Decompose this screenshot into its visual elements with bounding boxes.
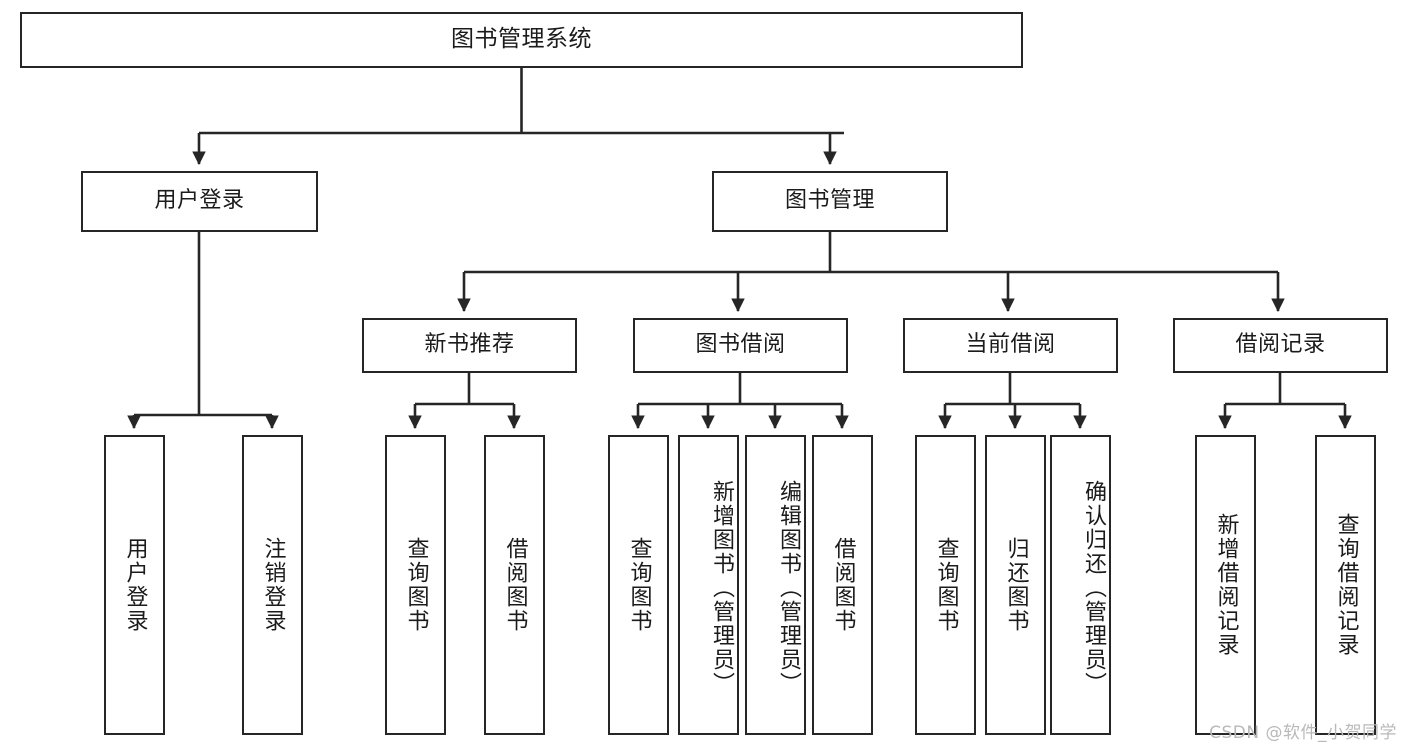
- node-leaf-return-book[interactable]: 归还图书: [985, 435, 1046, 735]
- node-label: 查询图书: [403, 537, 429, 633]
- node-label: 图书借阅: [695, 332, 786, 358]
- node-leaf-query-book-3[interactable]: 查询图书: [915, 435, 976, 735]
- node-leaf-query-book-1[interactable]: 查询图书: [385, 435, 446, 735]
- node-leaf-query-borrow-record[interactable]: 查询借阅记录: [1315, 435, 1376, 735]
- node-user-login[interactable]: 用户登录: [81, 171, 318, 232]
- csdn-watermark: CSDN @软件_小贺同学: [1209, 723, 1397, 743]
- node-label: 图书管理: [784, 188, 875, 214]
- node-label: 归还图书: [1003, 537, 1029, 633]
- node-leaf-add-borrow-record[interactable]: 新增借阅记录: [1195, 435, 1256, 735]
- node-label: 查询图书: [933, 537, 959, 633]
- node-book-borrow[interactable]: 图书借阅: [633, 318, 848, 373]
- node-label: 借阅记录: [1235, 332, 1326, 358]
- node-label: 新增图书（管理员）: [709, 480, 734, 696]
- node-label: 用户登录: [122, 537, 148, 633]
- node-current-borrow[interactable]: 当前借阅: [903, 318, 1118, 373]
- node-leaf-user-login[interactable]: 用户登录: [104, 435, 165, 735]
- node-label: 新书推荐: [424, 332, 515, 358]
- node-label: 新增借阅记录: [1213, 513, 1239, 657]
- node-leaf-query-book-2[interactable]: 查询图书: [608, 435, 669, 735]
- node-leaf-add-book-admin[interactable]: 新增图书（管理员）: [678, 435, 739, 735]
- node-label: 图书管理系统: [451, 26, 592, 53]
- node-label: 当前借阅: [965, 332, 1056, 358]
- node-label: 编辑图书（管理员）: [776, 480, 801, 696]
- node-label: 用户登录: [154, 188, 245, 214]
- node-label: 确认归还（管理员）: [1081, 480, 1106, 696]
- node-new-book-recommendation[interactable]: 新书推荐: [362, 318, 577, 373]
- node-leaf-borrow-book-2[interactable]: 借阅图书: [812, 435, 873, 735]
- node-leaf-logout[interactable]: 注销登录: [242, 435, 303, 735]
- node-root-book-management-system[interactable]: 图书管理系统: [20, 12, 1023, 68]
- node-leaf-edit-book-admin[interactable]: 编辑图书（管理员）: [745, 435, 806, 735]
- node-label: 查询借阅记录: [1333, 513, 1359, 657]
- node-label: 借阅图书: [502, 537, 528, 633]
- node-leaf-confirm-return-admin[interactable]: 确认归还（管理员）: [1050, 435, 1111, 735]
- node-label: 查询图书: [626, 537, 652, 633]
- node-label: 借阅图书: [830, 537, 856, 633]
- node-book-manage[interactable]: 图书管理: [712, 171, 948, 232]
- node-label: 注销登录: [260, 537, 286, 633]
- node-borrow-record[interactable]: 借阅记录: [1173, 318, 1388, 373]
- node-leaf-borrow-book-1[interactable]: 借阅图书: [484, 435, 545, 735]
